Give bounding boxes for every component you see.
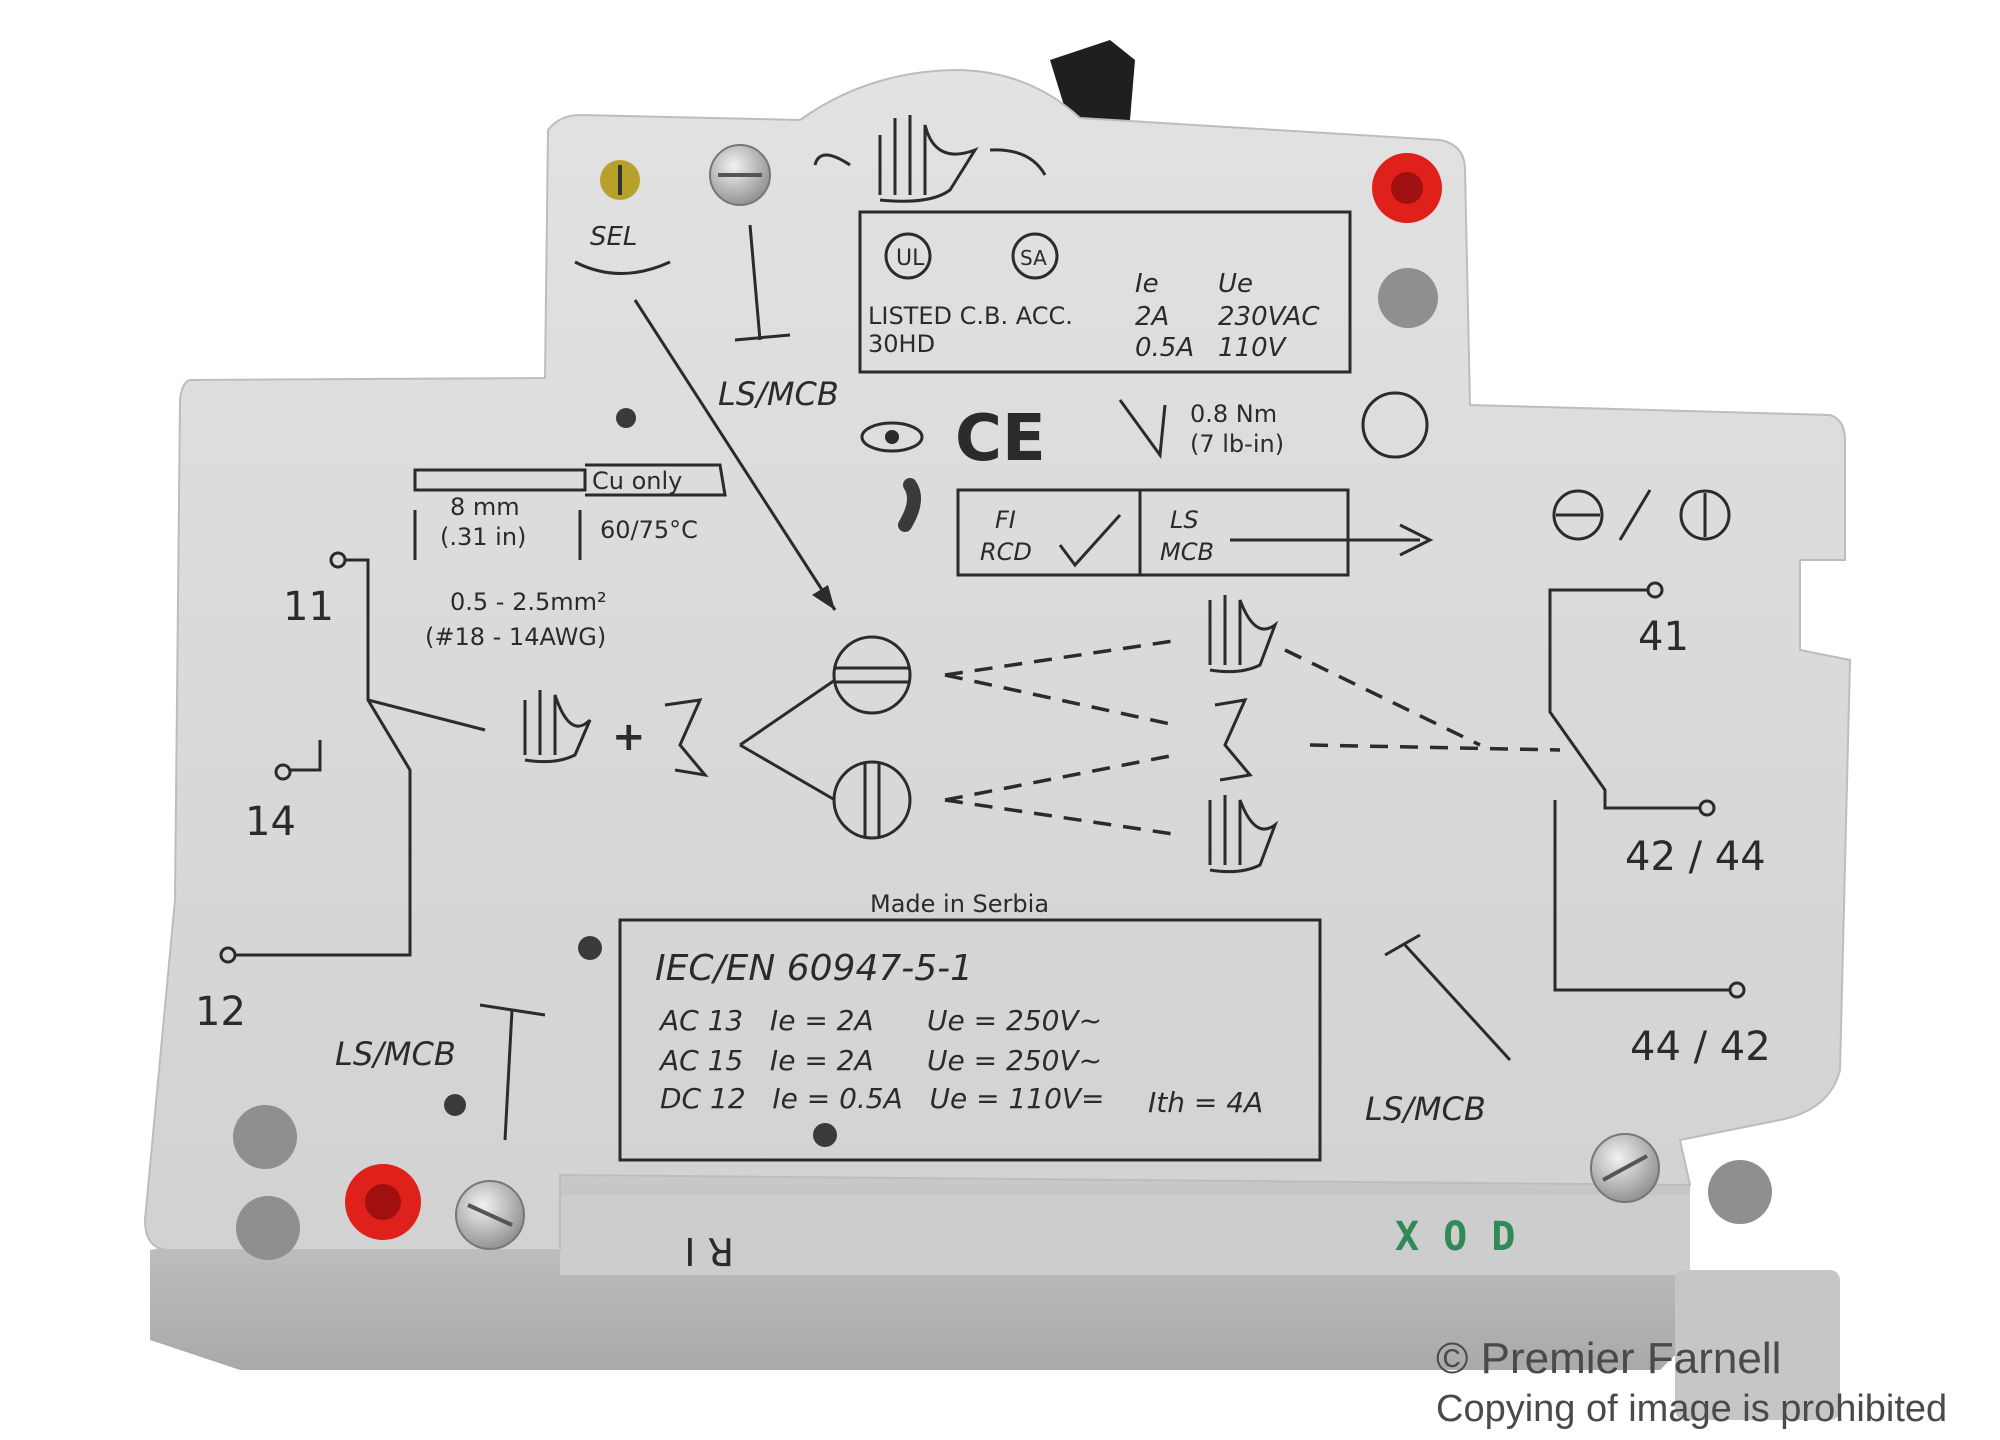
hole	[578, 936, 602, 960]
spec-row2: AC 15 Ie = 2A Ue = 250V~	[658, 1044, 1102, 1077]
screw-bl-slot	[467, 1203, 513, 1227]
terminal-12: 12	[195, 989, 246, 1035]
watermark-line2: Copying of image is prohibited	[1436, 1388, 1948, 1430]
standard-text: IEC/EN 60947-5-1	[655, 948, 973, 989]
screw-bottom-right-icon	[1384, 933, 1512, 1062]
rotate-left-arrow-icon	[813, 153, 851, 167]
watermark-line1: © Premier Farnell	[1436, 1334, 1782, 1383]
wire-awg-text: (#18 - 14AWG)	[425, 623, 606, 651]
hole	[616, 408, 636, 428]
ul-logo-text: UL	[896, 246, 925, 271]
dashed-links-right	[1284, 648, 1561, 752]
fi-ls-box	[956, 488, 1350, 577]
left-contact-diagram	[219, 551, 486, 964]
ith-text: Ith = 4A	[1148, 1086, 1263, 1119]
ls-mcb-left: LS/MCB	[335, 1035, 456, 1073]
hand-middle-top-icon	[1208, 595, 1279, 674]
gear-icon	[1361, 391, 1429, 459]
spec-row3: DC 12 Ie = 0.5A Ue = 110V=	[660, 1082, 1105, 1115]
pointer-arrow-head	[812, 585, 835, 610]
screw-top-icon	[734, 224, 791, 342]
cu-only-text: Cu only	[592, 467, 682, 495]
made-in-text: Made in Serbia	[870, 890, 1049, 918]
branch-lines	[739, 678, 836, 802]
terminal-42-44: 42 / 44	[1625, 834, 1766, 880]
lightning-middle-icon	[1214, 698, 1253, 782]
spec-box	[618, 918, 1322, 1162]
spec-row1: AC 13 Ie = 2A Ue = 250V~	[658, 1004, 1102, 1037]
ue-header: Ue	[1218, 269, 1253, 299]
red-terminal-top-hole	[1391, 172, 1423, 204]
green-code: X O D	[1395, 1214, 1515, 1260]
pointer-arrow	[633, 299, 837, 611]
ie-row1: 2A	[1135, 302, 1169, 332]
lever-knob	[1050, 40, 1135, 125]
ls-mcb-right: LS/MCB	[1365, 1090, 1486, 1128]
hand-plus-icon	[523, 690, 592, 764]
ue-row1: 230VAC	[1218, 302, 1320, 332]
eye-pupil	[885, 430, 899, 444]
sel-arrow-icon	[574, 260, 671, 275]
housing-face	[143, 68, 1852, 1251]
right-contact-diagram	[1548, 581, 1746, 999]
terminal-11: 11	[283, 584, 334, 630]
ue-row2: 110V	[1218, 333, 1288, 363]
slash	[1618, 489, 1652, 541]
red-terminal-bottom-hole	[365, 1184, 401, 1220]
wire-size-text: 0.5 - 2.5mm²	[450, 588, 607, 616]
model-text: 30HD	[868, 330, 935, 358]
screw-br-slot	[1602, 1154, 1648, 1182]
eye-icon	[860, 421, 924, 453]
pliers-arrow-icon	[1230, 523, 1434, 557]
hole	[444, 1094, 466, 1116]
hole-bottom-left-1	[233, 1105, 297, 1169]
torque-text: 0.8 Nm	[1190, 400, 1277, 428]
rotate-right-arrow-icon	[989, 148, 1047, 176]
terminal-14: 14	[245, 799, 296, 845]
fi-top: FI	[995, 506, 1016, 534]
side-foot	[1675, 1270, 1840, 1420]
plus-sign: +	[612, 714, 646, 760]
approval-box	[858, 210, 1352, 374]
hand-icon	[878, 115, 979, 203]
ie-header: Ie	[1135, 269, 1159, 299]
screwdriver-icon	[1118, 399, 1167, 460]
check-icon	[1058, 513, 1122, 568]
lightning-icon	[664, 698, 709, 778]
listed-text: LISTED C.B. ACC.	[868, 302, 1073, 330]
hole-top-right	[1378, 268, 1438, 328]
slot-hole	[898, 478, 921, 532]
slot-vertical-icon	[1679, 489, 1731, 541]
ce-mark: CE	[955, 402, 1046, 476]
ie-row2: 0.5A	[1135, 333, 1194, 363]
hole-bottom-right	[1708, 1160, 1772, 1224]
csa-logo-icon	[1011, 232, 1059, 280]
slot-vertical-big-icon	[832, 760, 912, 840]
watermark: © Premier Farnell Copying of image is pr…	[1436, 1333, 1947, 1433]
terminal-41: 41	[1638, 614, 1689, 660]
temperature-text: 60/75°C	[600, 516, 698, 544]
screw-bottom-left-icon	[479, 1003, 546, 1141]
hole	[813, 1123, 837, 1147]
torque-imperial-text: (7 lb-in)	[1190, 430, 1284, 458]
wire-strip-icon	[413, 468, 587, 492]
strip-mm: 8 mm	[450, 493, 520, 521]
side-code: R I	[684, 1229, 734, 1273]
terminal-44-42: 44 / 42	[1630, 1024, 1771, 1070]
csa-logo-text: SA	[1020, 246, 1047, 270]
fi-bottom: RCD	[980, 538, 1032, 566]
ul-logo-icon	[884, 232, 932, 280]
slot-horizontal-big-icon	[832, 635, 912, 715]
hole-bottom-left-2	[236, 1196, 300, 1260]
side-rail	[560, 1195, 1690, 1275]
hand-middle-bottom-icon	[1208, 795, 1279, 874]
slot-horizontal-icon	[1552, 489, 1604, 541]
sel-label: SEL	[590, 222, 637, 252]
ls-bottom: MCB	[1160, 538, 1214, 566]
ls-mcb-top: LS/MCB	[718, 375, 839, 413]
cu-only-box	[585, 463, 727, 497]
ls-top: LS	[1170, 506, 1199, 534]
strip-in: (.31 in)	[440, 523, 526, 551]
